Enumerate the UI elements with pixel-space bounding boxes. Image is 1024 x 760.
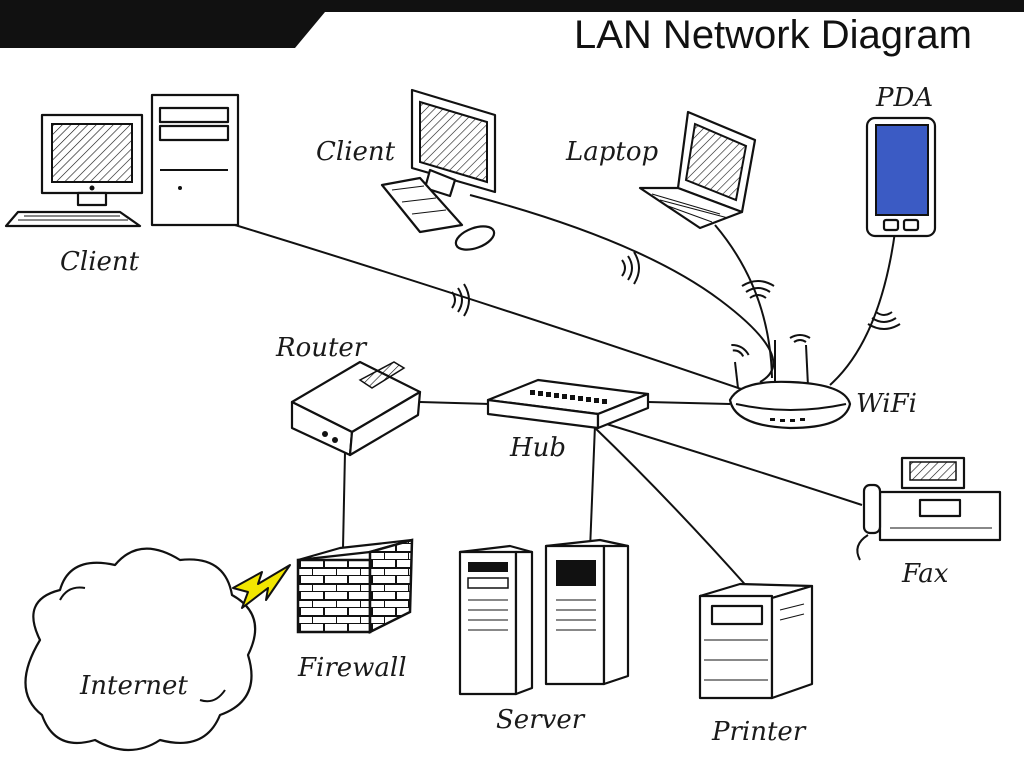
- link-pda-wifi: [829, 231, 896, 386]
- client-monitor-icon: [380, 88, 497, 251]
- internet-label: Internet: [79, 671, 188, 701]
- pda-label: PDA: [875, 83, 933, 113]
- server-icon: [458, 538, 630, 696]
- server-label: Server: [496, 705, 586, 735]
- wireless-signals: [451, 251, 901, 357]
- link-hub-printer: [591, 424, 751, 591]
- printer-icon: [698, 582, 814, 700]
- internet-cloud-icon: [24, 547, 257, 751]
- link-hub-wifi: [647, 401, 731, 405]
- page-title: LAN Network Diagram: [574, 13, 972, 57]
- link-client-desktop-wifi: [234, 224, 751, 393]
- wifi-label: WiFi: [856, 389, 917, 419]
- hub-label: Hub: [509, 433, 566, 463]
- wifi-router-icon: [728, 340, 852, 430]
- lightning-icon: [232, 564, 291, 609]
- link-router-firewall: [342, 451, 346, 549]
- laptop-label: Laptop: [565, 137, 659, 167]
- connections: [234, 194, 896, 591]
- client-monitor-label: Client: [316, 137, 396, 167]
- router-label: Router: [275, 333, 368, 363]
- link-client-monitor-wifi: [469, 194, 775, 383]
- link-router-hub: [419, 401, 491, 405]
- router-icon: [290, 360, 422, 457]
- fax-icon: [856, 456, 1002, 561]
- laptop-icon: [638, 110, 757, 230]
- hub-icon: [486, 378, 650, 430]
- fax-label: Fax: [901, 559, 949, 589]
- client-desktop-icon: [4, 93, 240, 228]
- header-bar: [0, 0, 1024, 48]
- link-hub-server: [589, 424, 596, 551]
- pda-icon: [865, 116, 937, 238]
- firewall-label: Firewall: [297, 653, 407, 683]
- printer-label: Printer: [711, 717, 807, 747]
- link-hub-fax: [599, 421, 863, 506]
- firewall-icon: [296, 538, 414, 635]
- client-desktop-label: Client: [60, 247, 140, 277]
